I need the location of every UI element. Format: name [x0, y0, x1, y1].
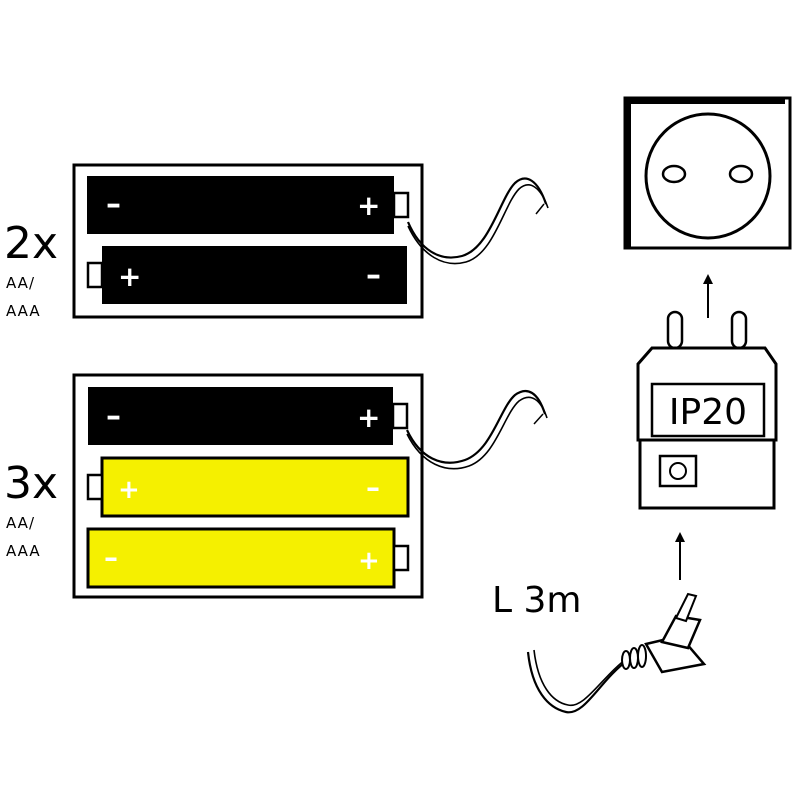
pack-3x-type-line1: AA/ — [6, 514, 35, 532]
battery-body — [102, 246, 407, 304]
battery-2x-2: + – — [86, 246, 407, 304]
pack-3x-count: 3x — [4, 458, 58, 509]
adapter-label-box — [650, 382, 766, 438]
pack-wire — [406, 396, 548, 470]
plus-sign: + — [118, 475, 140, 505]
dc-plug — [526, 592, 707, 714]
minus-sign: – — [366, 471, 380, 504]
cable-wire — [526, 651, 629, 714]
dc-jack-hole — [669, 462, 687, 480]
strain-relief — [637, 644, 647, 668]
cable-wire — [533, 649, 631, 706]
battery-body — [86, 527, 396, 589]
arrow-up-icon — [703, 274, 713, 318]
minus-sign: – — [104, 541, 118, 574]
battery-body — [100, 456, 410, 518]
battery-2x-1: – + — [87, 176, 410, 234]
plus-sign: + — [357, 189, 380, 222]
plug-tip — [674, 592, 698, 623]
pack-wire — [407, 184, 549, 265]
strain-relief — [621, 650, 631, 670]
ip-rating-label: IP20 — [669, 392, 747, 433]
socket-hole-right — [728, 164, 754, 184]
adapter-pin-left — [666, 310, 684, 350]
pack-wire — [406, 389, 547, 464]
socket-recess — [644, 112, 772, 240]
pack-3x-type-line2: AAA — [6, 542, 41, 560]
pack-2x-type-line2: AAA — [6, 302, 41, 320]
adapter-pin-right — [730, 310, 748, 350]
wire-end — [533, 413, 544, 425]
battery-body — [87, 176, 394, 234]
minus-sign: – — [106, 187, 121, 222]
minus-sign: – — [366, 258, 381, 293]
battery-terminal — [86, 473, 104, 501]
battery-3x-3: – + — [86, 527, 410, 589]
minus-sign: – — [106, 399, 121, 434]
battery-body — [88, 387, 393, 445]
battery-pack-3x: 3x AA/ AAA – + + – – + — [4, 373, 548, 599]
battery-terminal — [391, 402, 409, 430]
plus-sign: + — [357, 401, 380, 434]
plus-sign: + — [118, 260, 141, 293]
pack-2x-type-line1: AA/ — [6, 274, 35, 292]
wall-socket — [623, 96, 792, 250]
wire-end — [535, 203, 545, 215]
battery-terminal — [86, 261, 104, 289]
battery-3x-2: + – — [86, 456, 410, 518]
strain-relief — [629, 647, 639, 669]
battery-terminal — [392, 191, 410, 219]
pack-wire — [406, 177, 548, 259]
arrow-up-icon — [675, 532, 685, 580]
battery-terminal — [392, 544, 410, 572]
plus-sign: + — [358, 546, 380, 576]
pack-2x-count: 2x — [4, 218, 58, 269]
plug-adapter: IP20 — [636, 310, 778, 510]
cable-length-label: L 3m — [492, 580, 581, 621]
plug-neck — [660, 614, 702, 650]
dc-jack — [658, 454, 698, 488]
battery-3x-1: – + — [88, 387, 409, 445]
socket-hole-left — [661, 164, 687, 184]
battery-pack-2x: 2x AA/ AAA – + + – — [4, 163, 549, 320]
